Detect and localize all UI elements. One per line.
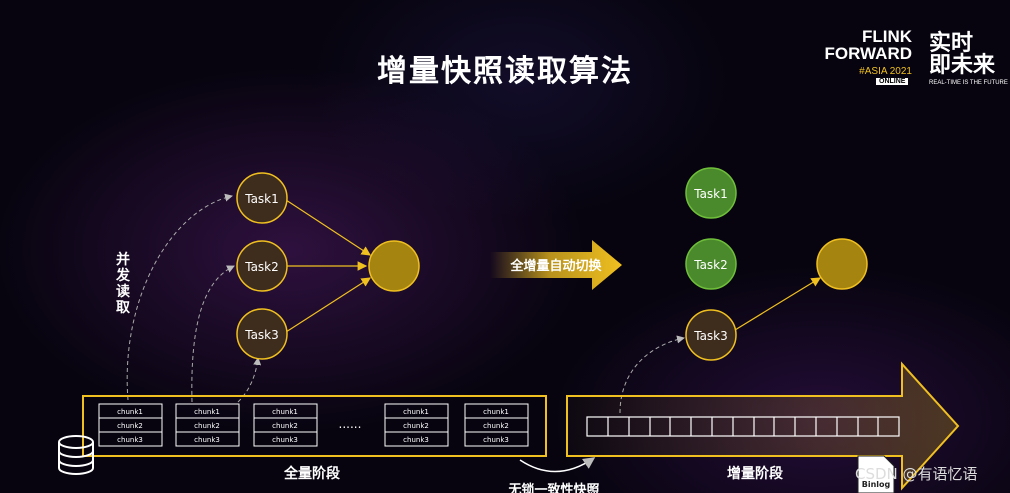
parallel-read-char-3: 读 — [116, 283, 130, 300]
edge-right-task3-sink — [734, 277, 822, 331]
chunk-label: chunk1 — [194, 408, 220, 416]
slide-title: 增量快照读取算法 — [377, 54, 633, 89]
logo-cn-line2: 即未来 — [929, 53, 996, 78]
right-task3-label: Task3 — [693, 329, 728, 343]
full-stage-label: 全量阶段 — [283, 465, 340, 482]
left-task1-node: Task1 — [236, 172, 288, 224]
right-sink-node — [816, 238, 868, 290]
logo-wordmark: FLINK FORWARD — [820, 28, 912, 62]
chunk-label: chunk1 — [403, 408, 429, 416]
incremental-stage-label: 增量阶段 — [727, 465, 783, 482]
parallel-read-char-1: 并 — [116, 251, 130, 268]
database-icon — [58, 435, 94, 475]
chunk-label: chunk3 — [483, 436, 509, 444]
chunk-ellipsis: ...... — [339, 417, 362, 431]
left-task1-label: Task1 — [244, 192, 279, 206]
parallel-read-label: 并 发 读 取 — [115, 251, 131, 316]
logo-line2: FORWARD — [824, 44, 912, 63]
chunk-group-1: chunk1 chunk2 chunk3 — [98, 403, 163, 447]
chunk-label: chunk1 — [117, 408, 143, 416]
edge-task1-sink — [285, 199, 372, 256]
chunk-label: chunk3 — [272, 436, 298, 444]
left-sink-node — [368, 240, 420, 292]
logo-tagline: REAL-TIME IS THE FUTURE — [929, 80, 1008, 86]
left-task2-label: Task2 — [244, 260, 279, 274]
binlog-icon-label: Binlog — [862, 480, 891, 489]
right-task2-node: Task2 — [685, 238, 737, 290]
parallel-read-char-4: 取 — [116, 300, 131, 316]
edge-task3-sink — [285, 277, 372, 333]
chunk-group-5: chunk1 chunk2 chunk3 — [464, 403, 529, 447]
parallel-read-char-2: 发 — [115, 267, 131, 284]
lockfree-curve — [519, 457, 596, 473]
logo-chinese: 实时 即未来 — [929, 33, 999, 77]
chunk-label: chunk2 — [117, 422, 143, 430]
right-task3-node: Task3 — [685, 309, 737, 361]
binlog-file-icon: Binlog — [857, 455, 895, 493]
chunk-label: chunk3 — [403, 436, 429, 444]
chunk-group-2: chunk1 chunk2 chunk3 — [175, 403, 240, 447]
chunk-label: chunk3 — [117, 436, 143, 444]
logo-cn-line1: 实时 — [929, 31, 974, 56]
logo-line1: FLINK — [861, 27, 912, 46]
switch-label: 全增量自动切换 — [509, 258, 602, 274]
full-stage-box — [82, 395, 547, 457]
chunk-label: chunk2 — [403, 422, 429, 430]
left-task2-node: Task2 — [236, 240, 288, 292]
chunk-label: chunk2 — [272, 422, 298, 430]
chunk-group-3: chunk1 chunk2 chunk3 — [253, 403, 318, 447]
left-task3-node: Task3 — [236, 308, 288, 360]
chunk-label: chunk3 — [194, 436, 220, 444]
read-arrow-1 — [126, 193, 233, 401]
chunk-label: chunk1 — [272, 408, 298, 416]
left-task3-label: Task3 — [244, 328, 279, 342]
right-task1-node: Task1 — [685, 167, 737, 219]
read-arrow-3 — [237, 357, 262, 403]
chunk-group-4: chunk1 chunk2 chunk3 — [384, 403, 449, 447]
switch-arrow: 全增量自动切换 — [490, 240, 622, 290]
logo-asia: #ASIA 2021 — [859, 66, 912, 77]
logo-online-badge: ONLINE — [876, 78, 909, 85]
chunk-label: chunk2 — [483, 422, 509, 430]
chunk-label: chunk2 — [194, 422, 220, 430]
right-task1-label: Task1 — [693, 187, 728, 201]
read-arrow-2 — [191, 265, 235, 403]
incremental-stage-arrow — [566, 361, 960, 491]
lockfree-label: 无锁一致性快照 — [507, 482, 599, 493]
binlog-events — [586, 416, 900, 437]
csdn-watermark: CSDN @有语忆语 — [855, 465, 978, 483]
chunk-label: chunk1 — [483, 408, 509, 416]
right-task2-label: Task2 — [693, 258, 728, 272]
